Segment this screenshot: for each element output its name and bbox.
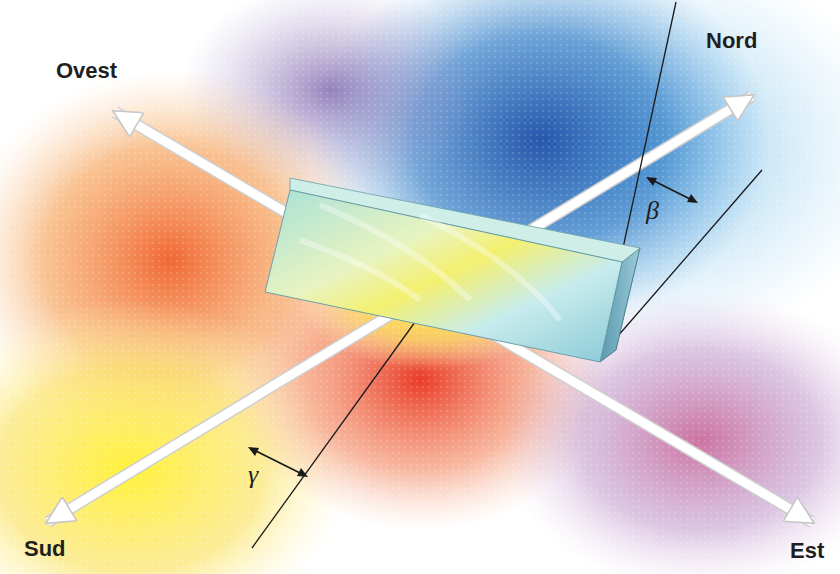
south-north-arrow xyxy=(48,96,752,522)
direction-label: Est xyxy=(790,540,824,562)
normal-line xyxy=(620,2,676,262)
angle-lines xyxy=(252,2,762,548)
direction-label: Sud xyxy=(24,538,66,560)
solar-panel xyxy=(265,178,640,362)
angle-symbol: β xyxy=(646,198,659,224)
angle-arrows xyxy=(248,177,698,477)
panel-sheen xyxy=(300,205,560,320)
angle-symbol: γ xyxy=(248,462,258,488)
west-east-arrow-edge xyxy=(115,112,812,522)
direction-label: Nord xyxy=(706,30,757,52)
direction-label: Ovest xyxy=(56,60,117,82)
panel-face xyxy=(265,190,622,362)
compass-arrows xyxy=(48,96,812,522)
tilt-line xyxy=(252,322,415,548)
south-north-arrow-edge xyxy=(48,96,752,522)
west-east-arrow xyxy=(115,112,812,522)
